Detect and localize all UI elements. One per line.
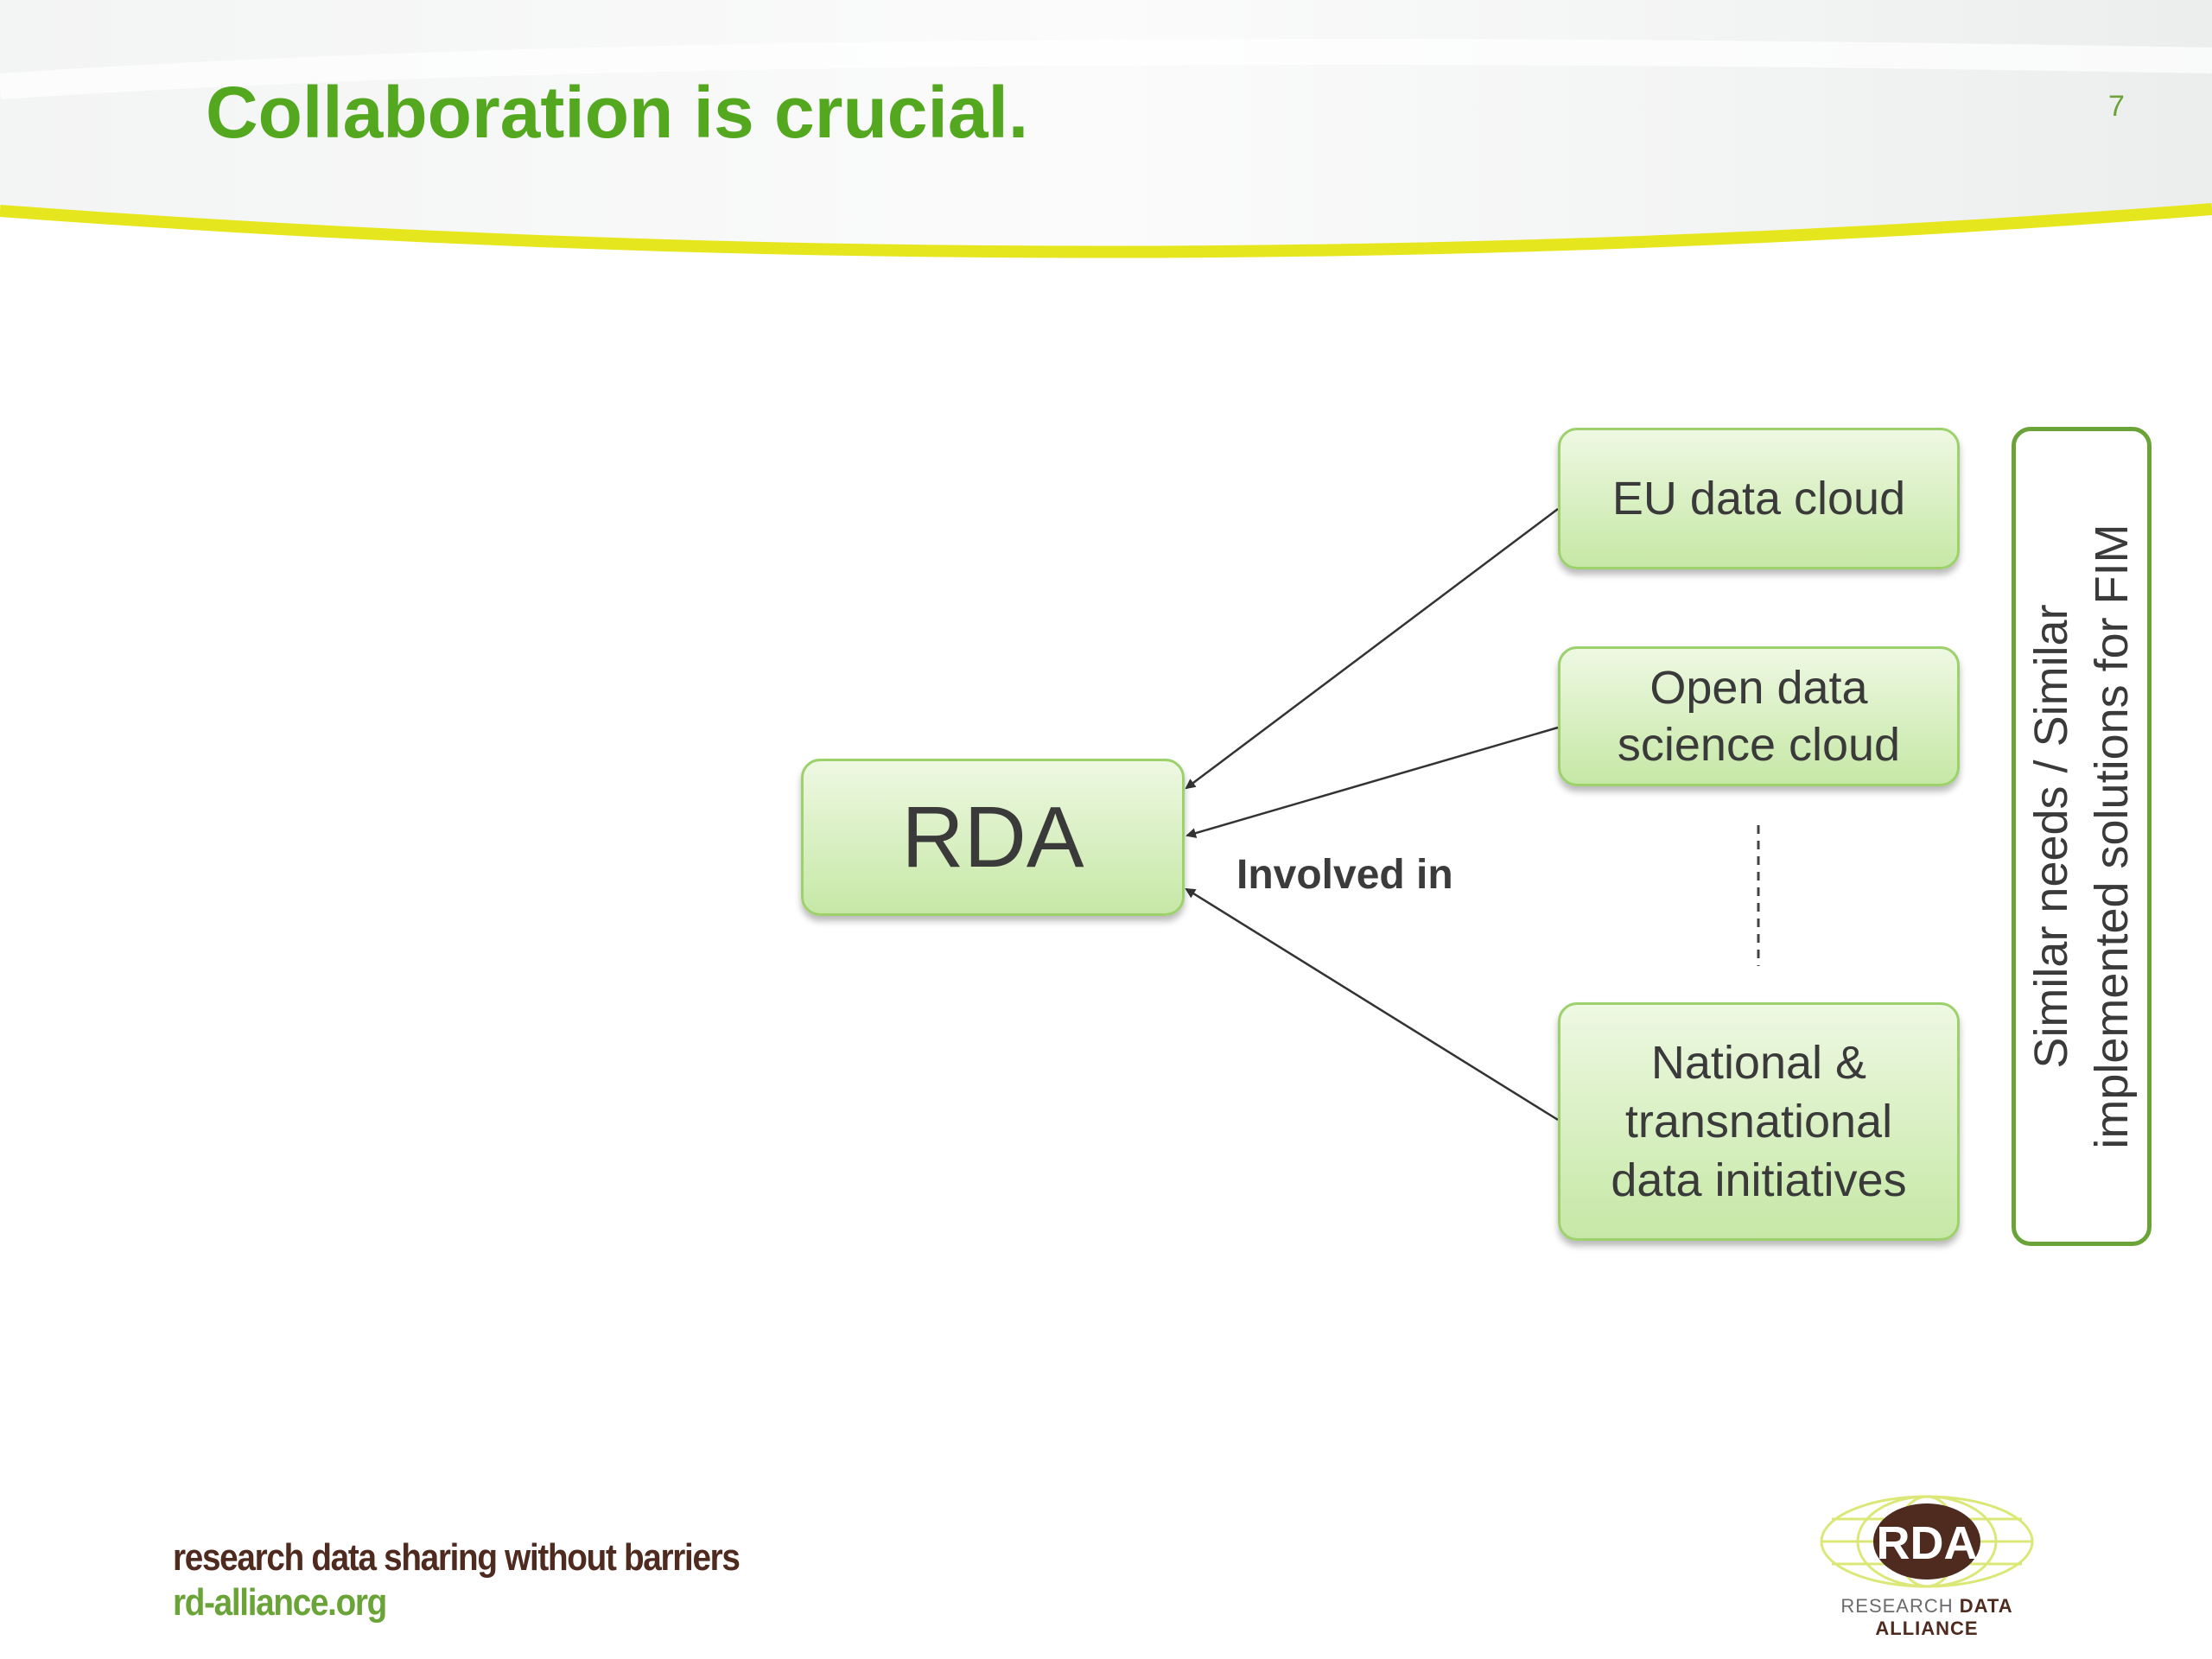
logo-badge-text: RDA [1877, 1517, 1978, 1569]
logo-badge [1873, 1503, 1980, 1580]
logo-caption: RESEARCH DATA ALLIANCE [1816, 1595, 2037, 1640]
side-note-frame: Similar needs / Similar implemented solu… [2012, 427, 2152, 1246]
arrow-ods-to-rda [1185, 726, 1559, 838]
arrow-national-to-rda [1185, 887, 1559, 1122]
slide-title: Collaboration is crucial. [206, 72, 1029, 153]
yellow-swoosh [0, 203, 2212, 258]
page-number: 7 [2108, 90, 2125, 123]
footer-tagline: research data sharing without barriers [173, 1536, 741, 1579]
node-national-initiatives: National & transnational data initiative… [1558, 1002, 1960, 1241]
node-national-initiatives-label: National & transnational data initiative… [1611, 1037, 1907, 1206]
node-rda: RDA [801, 759, 1185, 916]
node-open-data-science-cloud-label: Open data science cloud [1617, 662, 1901, 771]
rda-logo: RDA [1820, 1495, 2034, 1588]
edge-label-involved-in: Involved in [1236, 852, 1453, 898]
arrow-eu-to-rda [1185, 508, 1559, 790]
node-open-data-science-cloud: Open data science cloud [1558, 646, 1960, 786]
side-note-text: Similar needs / Similar implemented solu… [2025, 524, 2138, 1149]
node-rda-label: RDA [901, 788, 1084, 886]
node-eu-data-cloud-label: EU data cloud [1611, 473, 1906, 524]
globe-icon [1820, 1495, 2034, 1588]
node-eu-data-cloud: EU data cloud [1558, 428, 1960, 569]
header-background [0, 0, 2212, 258]
logo-caption-bold: DATA ALLIANCE [1875, 1595, 2013, 1639]
footer-website: rd-alliance.org [173, 1581, 387, 1624]
logo-caption-light: RESEARCH [1840, 1595, 1954, 1617]
